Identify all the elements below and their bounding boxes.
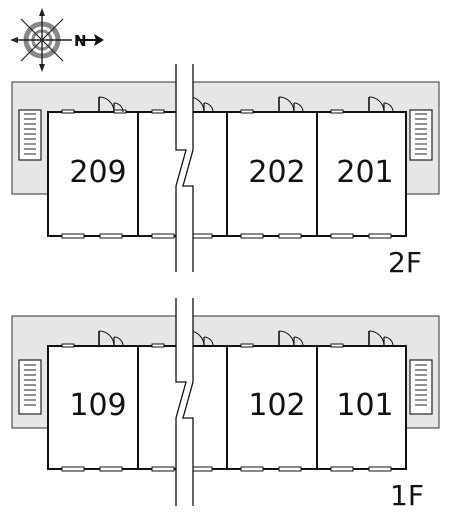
unit-number: 202	[248, 155, 305, 190]
floor-label: 1F	[390, 479, 424, 512]
unit-number: 209	[69, 155, 126, 190]
staircase-right	[409, 359, 433, 415]
unit-number: 102	[248, 388, 305, 423]
unit-box	[226, 345, 318, 470]
unit-box	[47, 111, 139, 237]
unit-number: 201	[336, 155, 393, 190]
door-icon	[368, 96, 394, 113]
break-line	[175, 64, 187, 272]
break-line	[182, 298, 194, 506]
floor-2f: 209 202 201 2F	[11, 64, 440, 279]
break-line	[175, 298, 187, 506]
staircase-right	[409, 109, 433, 161]
floor-1f: 109 102 101 1F	[11, 298, 440, 512]
floor-label: 2F	[388, 246, 422, 279]
door-icon	[278, 330, 304, 347]
door-icon	[98, 330, 124, 347]
staircase-left	[18, 109, 42, 161]
unit-box	[316, 111, 407, 237]
compass-rose-icon	[10, 8, 104, 72]
staircase-left	[18, 359, 42, 415]
unit-number: 101	[336, 388, 393, 423]
door-icon	[278, 96, 304, 113]
unit-box	[226, 111, 318, 237]
unit-number: 109	[69, 388, 126, 423]
compass-north-letter: N	[74, 32, 87, 50]
door-icon	[98, 96, 124, 113]
door-icon	[368, 330, 394, 347]
break-line	[182, 64, 194, 272]
unit-box	[316, 345, 407, 470]
